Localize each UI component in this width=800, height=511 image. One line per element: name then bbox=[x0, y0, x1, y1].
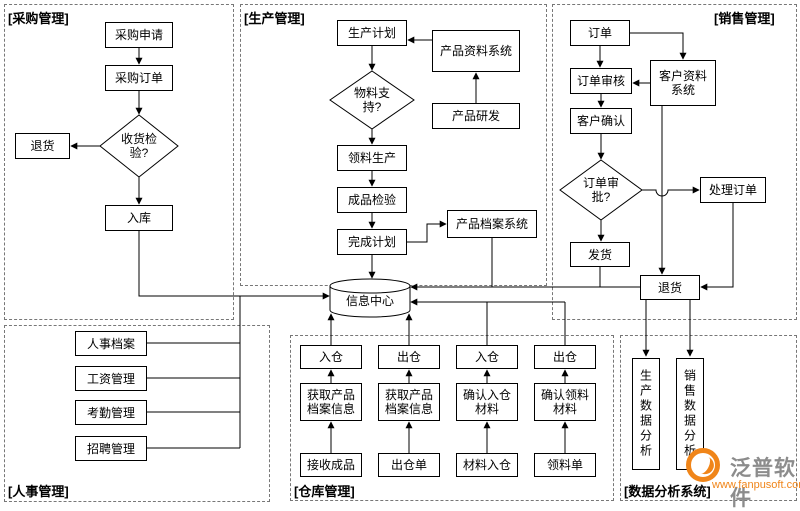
node-customer-data-system: 客户资料系统 bbox=[650, 60, 716, 106]
node-get-archive-info-2: 获取产品档案信息 bbox=[378, 383, 440, 421]
node-purchase-request: 采购申请 bbox=[105, 22, 173, 48]
decision-order-approval: 订单审批? bbox=[582, 176, 619, 204]
node-complete-plan: 完成计划 bbox=[337, 229, 407, 255]
node-order-review: 订单审核 bbox=[570, 68, 632, 94]
node-receive-finished: 接收成品 bbox=[300, 453, 362, 477]
node-product-data-system: 产品资料系统 bbox=[432, 30, 520, 72]
node-warehouse-in-2: 入仓 bbox=[456, 345, 518, 369]
region-warehouse bbox=[290, 335, 614, 501]
node-product-rd: 产品研发 bbox=[432, 103, 520, 129]
node-finished-inspection: 成品检验 bbox=[337, 187, 407, 213]
connectors-sales bbox=[410, 32, 734, 291]
region-label-procurement: [采购管理] bbox=[8, 11, 69, 26]
region-label-warehouse: [仓库管理] bbox=[294, 484, 355, 499]
node-req-slip: 领料单 bbox=[534, 453, 596, 477]
info-center-db bbox=[329, 278, 411, 318]
node-stock-in: 入库 bbox=[105, 205, 173, 231]
node-attendance-mgmt: 考勤管理 bbox=[75, 400, 147, 425]
node-warehouse-out-1: 出仓 bbox=[378, 345, 440, 369]
connectors-hr bbox=[147, 296, 241, 449]
node-get-archive-info-1: 获取产品档案信息 bbox=[300, 383, 362, 421]
node-material-requisition: 领料生产 bbox=[337, 145, 407, 171]
region-hr bbox=[4, 325, 270, 502]
node-out-slip: 出仓单 bbox=[378, 453, 440, 477]
node-customer-confirm: 客户确认 bbox=[570, 108, 632, 134]
node-confirm-in-materials: 确认入仓材料 bbox=[456, 383, 518, 421]
node-purchase-return: 退货 bbox=[15, 133, 70, 159]
decision-material-support: 物料支持? bbox=[353, 86, 390, 114]
node-production-data-analysis: 生产数据分析 bbox=[632, 358, 660, 470]
fanpu-logo-icon bbox=[686, 448, 720, 482]
node-purchase-order: 采购订单 bbox=[105, 65, 173, 91]
node-product-archive-system: 产品档案系统 bbox=[447, 210, 537, 238]
node-warehouse-out-2: 出仓 bbox=[534, 345, 596, 369]
node-salary-mgmt: 工资管理 bbox=[75, 366, 147, 391]
connectors-procurement bbox=[70, 48, 330, 300]
decision-receiving-inspection: 收货检验? bbox=[120, 132, 157, 160]
watermark-url: www.fanpusoft.com bbox=[712, 479, 800, 491]
node-recruit-mgmt: 招聘管理 bbox=[75, 436, 147, 461]
region-analysis bbox=[620, 335, 797, 501]
info-center-label: 信息中心 bbox=[345, 294, 394, 308]
node-sales-order: 订单 bbox=[570, 20, 630, 46]
region-sales bbox=[552, 4, 797, 320]
watermark-brand: 泛普软件 bbox=[730, 457, 796, 510]
node-sales-return: 退货 bbox=[640, 275, 700, 300]
watermark: 泛普软件 www.fanpusoft.com bbox=[684, 446, 800, 510]
connectors-production bbox=[368, 36, 493, 287]
node-material-in: 材料入仓 bbox=[456, 453, 518, 477]
node-process-order: 处理订单 bbox=[700, 177, 766, 203]
node-production-plan: 生产计划 bbox=[337, 20, 407, 46]
connectors-analysis bbox=[642, 300, 694, 357]
node-hr-files: 人事档案 bbox=[75, 331, 147, 356]
region-label-sales: [销售管理] bbox=[714, 11, 775, 26]
node-confirm-req-materials: 确认领料材料 bbox=[534, 383, 596, 421]
node-ship: 发货 bbox=[570, 242, 630, 267]
region-label-hr: [人事管理] bbox=[8, 484, 69, 499]
connectors-warehouse bbox=[327, 298, 569, 453]
region-procurement bbox=[4, 4, 234, 320]
region-label-analysis: [数据分析系统] bbox=[624, 484, 711, 499]
region-label-production: [生产管理] bbox=[244, 11, 305, 26]
node-warehouse-in-1: 入仓 bbox=[300, 345, 362, 369]
